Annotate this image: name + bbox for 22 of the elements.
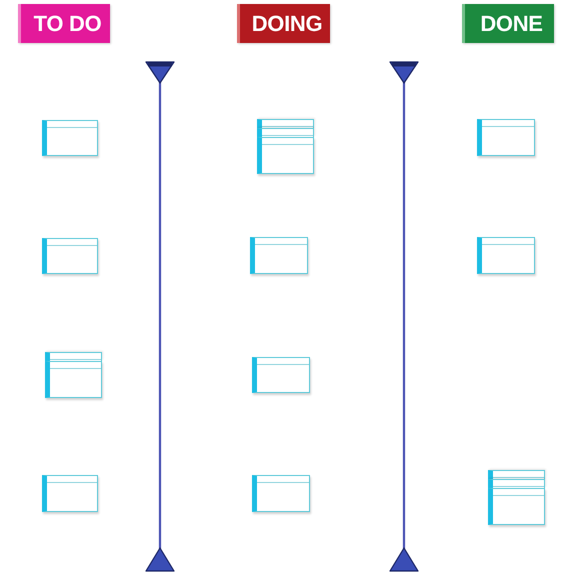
card-holder <box>42 475 98 512</box>
column-title: TO DO <box>34 12 102 34</box>
card-holder <box>45 361 102 398</box>
card-holder <box>250 237 308 274</box>
header-flag <box>237 4 330 43</box>
card-holder <box>252 475 310 512</box>
header-flag <box>462 4 554 43</box>
card-holder <box>488 488 545 525</box>
card-holder <box>252 357 310 393</box>
card-holder <box>477 119 535 156</box>
card-holder <box>257 119 314 128</box>
card-holder <box>488 470 545 479</box>
column-title: DONE <box>480 12 543 34</box>
header-flag <box>18 4 110 43</box>
card-holder <box>477 237 535 274</box>
card-holder <box>257 137 314 174</box>
card-holder <box>488 479 545 488</box>
card-holder <box>257 128 314 137</box>
card-holder <box>45 352 102 361</box>
column-title: DOING <box>252 12 322 34</box>
card-holder <box>42 238 98 274</box>
card-holder <box>42 120 98 156</box>
